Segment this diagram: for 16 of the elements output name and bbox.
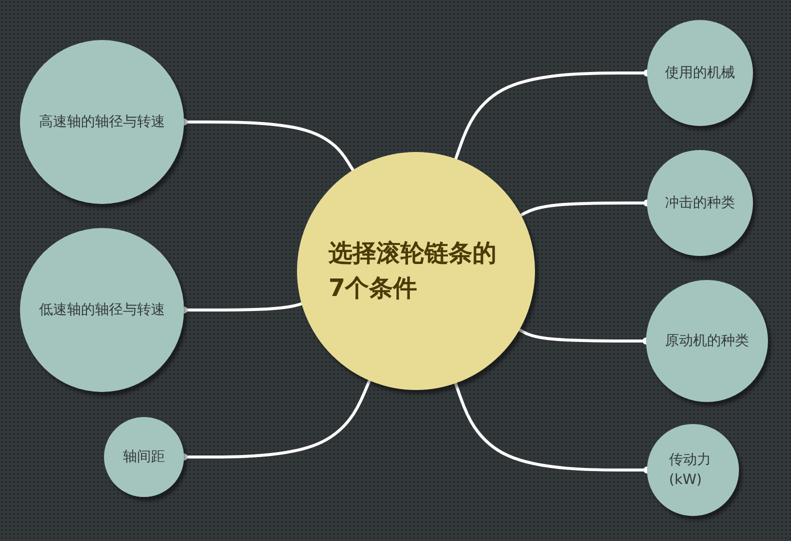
topic-circle [20,40,184,204]
topic-text: 传动力 (kW) [669,451,712,490]
topic-circle [647,20,753,126]
topic-text: 冲击的种类 [665,194,735,213]
central-topic-circle [297,152,535,390]
topic-text: 轴间距 [123,448,165,467]
topic-text: 使用的机械 [665,64,735,83]
topic-circle [646,280,768,402]
topic-text: 高速轴的轴径与转速 [39,113,165,132]
topic-circle [20,228,184,392]
topic-text: 原动机的种类 [665,332,749,351]
central-topic-text: 选择滚轮链条的7个条件 [328,238,498,304]
topic-text: 低速轴的轴径与转速 [39,301,165,320]
topic-circle [104,417,184,497]
topic-circle [647,150,753,256]
topic-circle [647,424,739,516]
